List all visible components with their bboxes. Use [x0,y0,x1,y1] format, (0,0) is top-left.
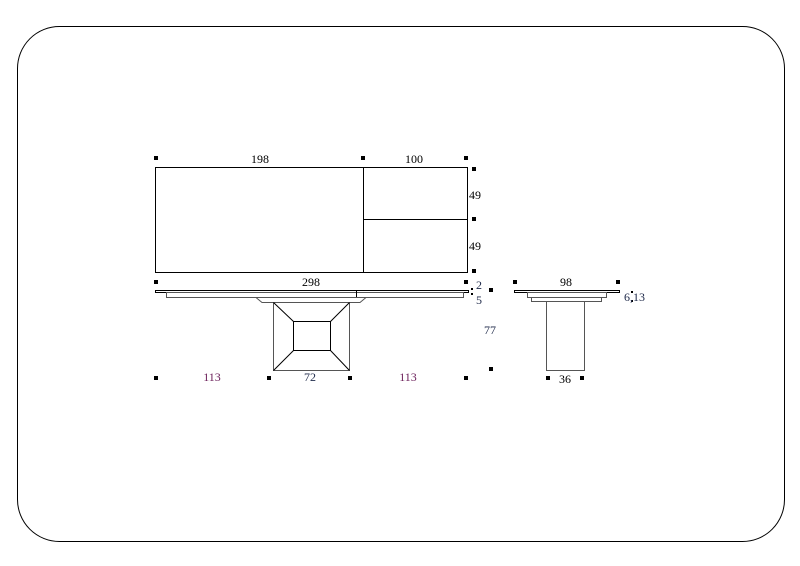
dimension-markers [513,280,633,380]
dim-base-width: 72 [304,370,316,384]
top-view: 198 100 49 49 [154,152,481,284]
dim-leg-width: 36 [559,372,571,386]
pedestal-inner [293,321,331,351]
dim-extension-width: 100 [405,152,423,166]
dim-main-width: 198 [251,152,269,166]
dim-depth-a: 49 [469,188,481,202]
side-view: 98 6,13 36 [513,275,645,386]
dim-depth: 98 [560,275,572,289]
side-cap [531,297,602,302]
tabletop-outline [155,167,468,273]
side-leg [546,301,585,371]
dimension-markers [154,156,476,284]
dim-right-overhang: 113 [399,370,417,384]
dim-top-thickness: 2 [476,278,482,292]
pedestal-base [273,302,350,371]
dim-depth-b: 49 [469,239,481,253]
front-apron [166,292,464,298]
dim-total-width: 298 [302,275,320,289]
side-apron [527,292,607,298]
dimension-markers [154,288,493,380]
dim-side-thickness: 6,13 [624,290,645,304]
base-cap [254,297,368,303]
dim-left-overhang: 113 [203,370,221,384]
front-view: 298 2 5 77 113 72 113 [154,275,496,384]
dim-height: 77 [484,323,496,337]
dim-apron: 5 [476,293,482,307]
page-frame [17,26,785,542]
